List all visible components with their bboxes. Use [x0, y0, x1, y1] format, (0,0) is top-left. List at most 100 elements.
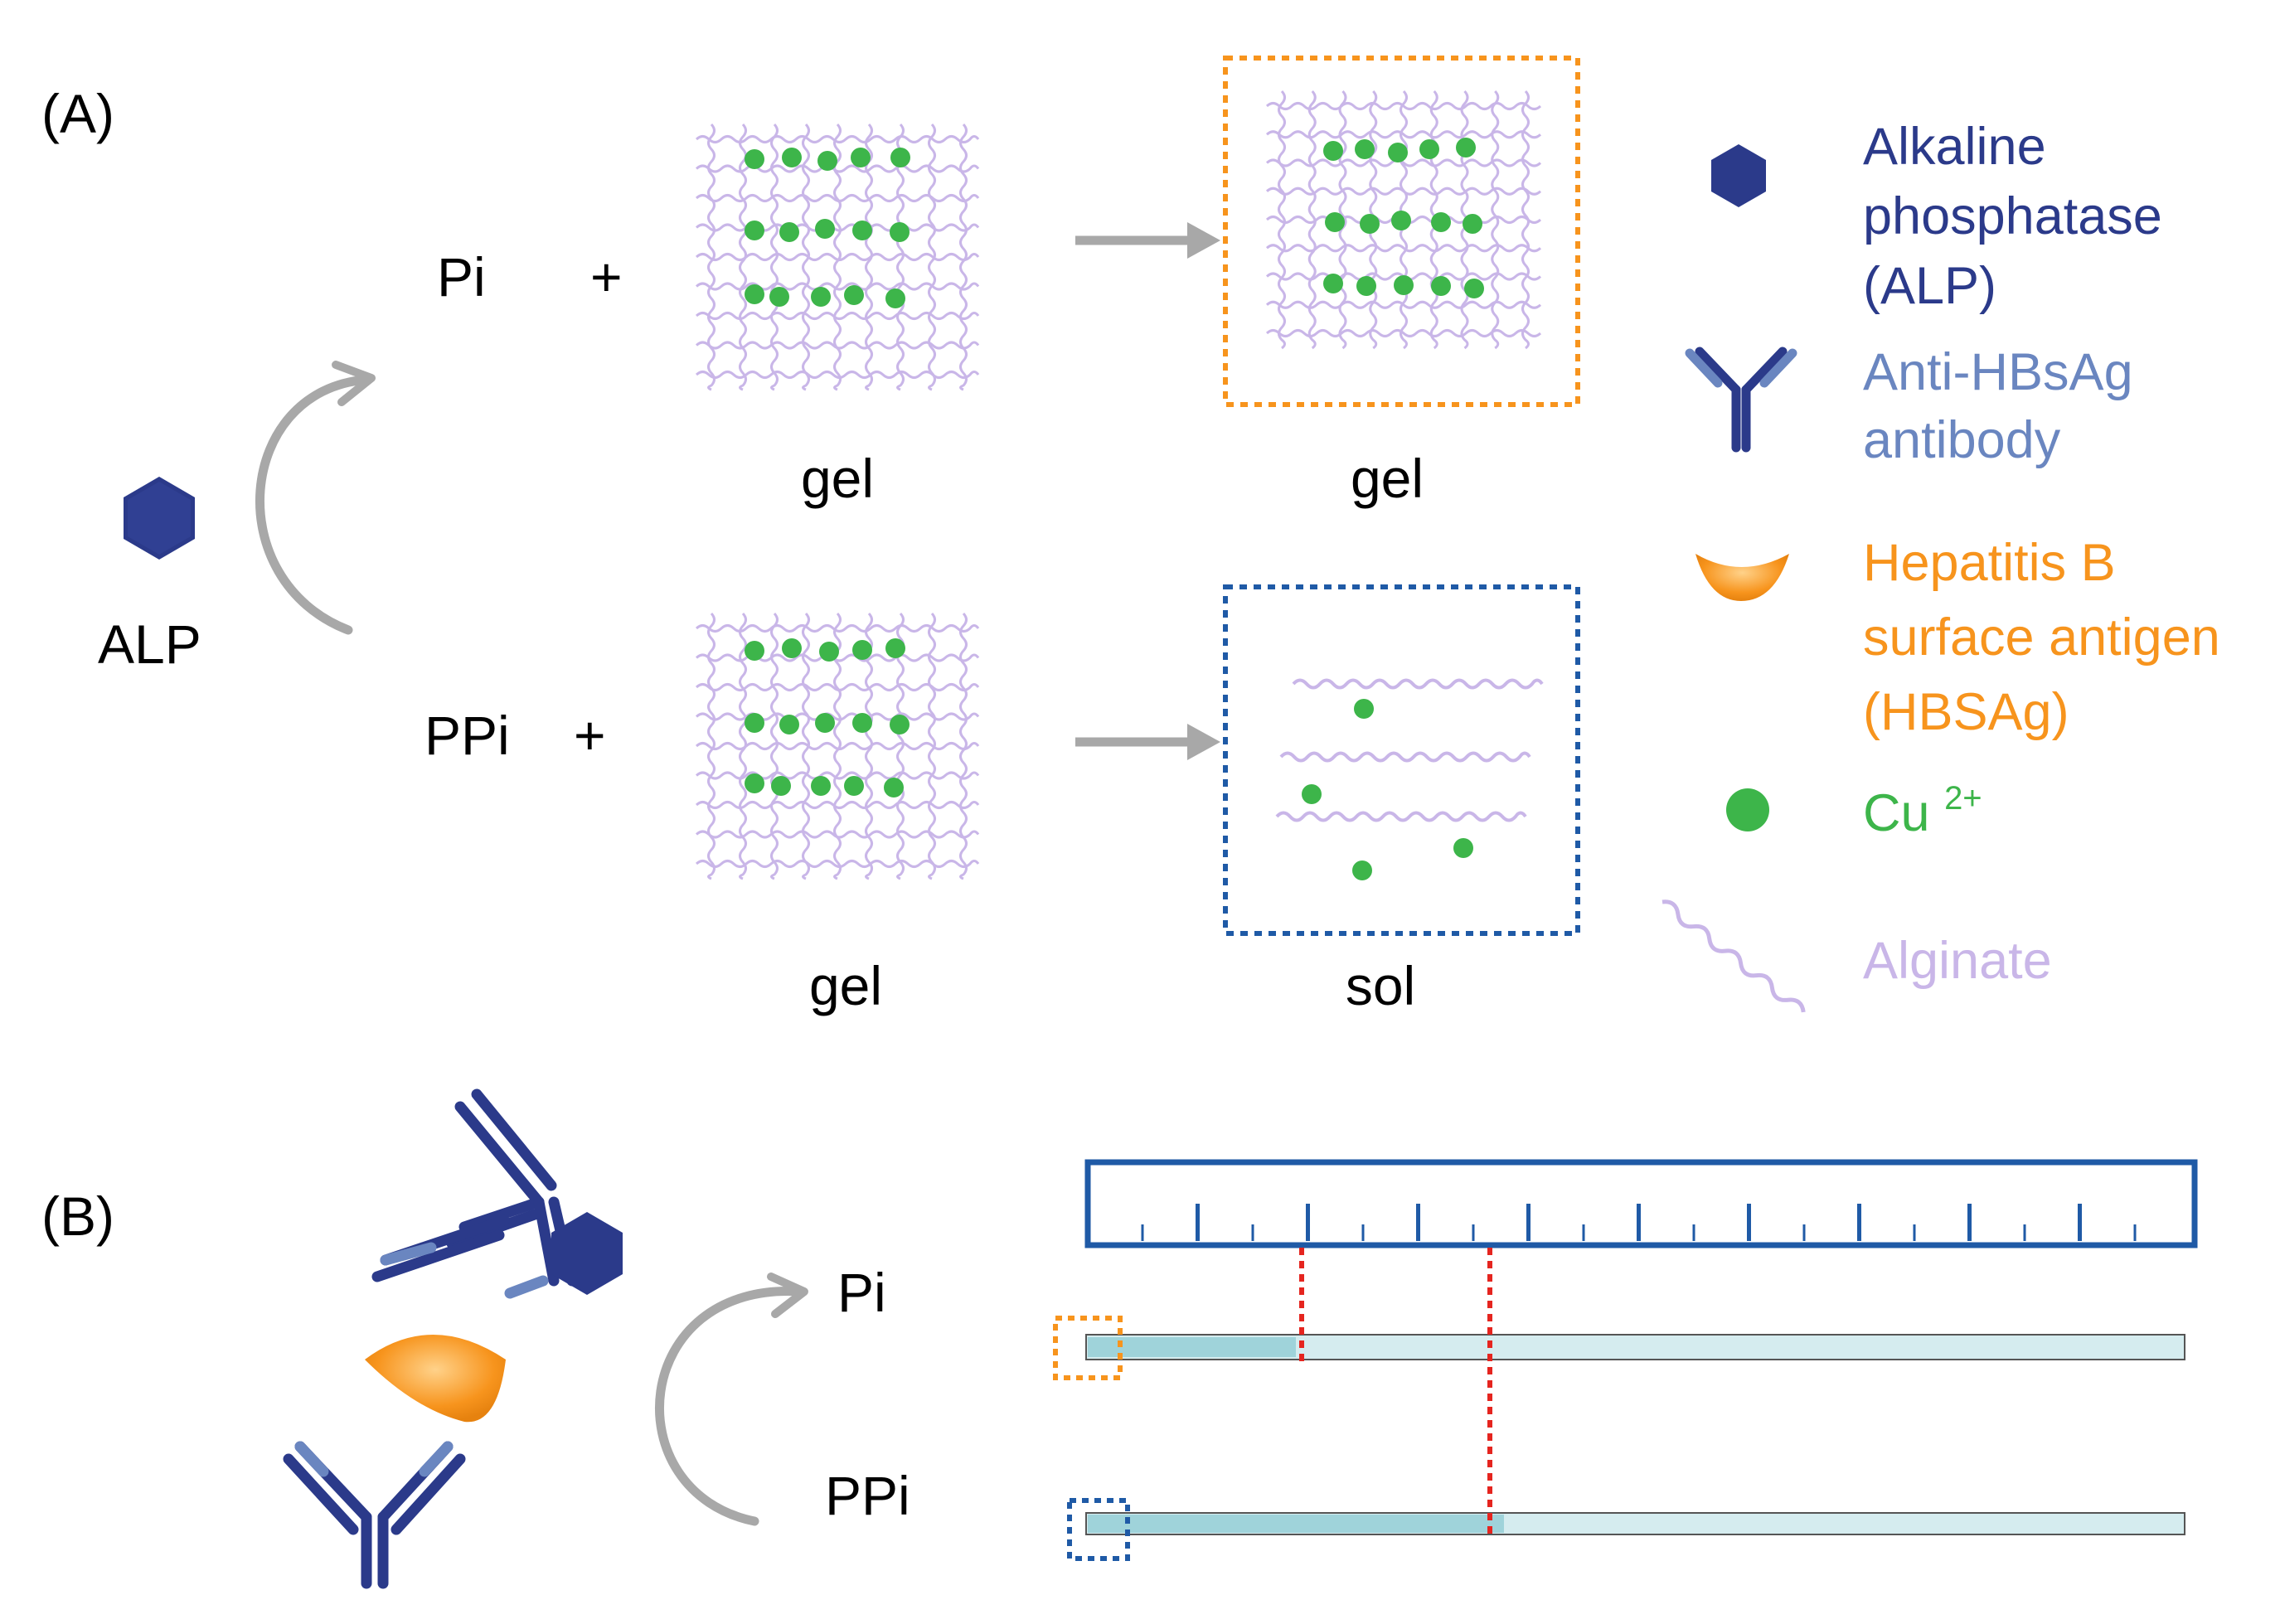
alginate-strand	[695, 624, 980, 633]
legend-antigen-line2: surface antigen	[1863, 608, 2220, 667]
legend-antibody-icon	[1685, 347, 1797, 453]
copper-dot	[782, 638, 802, 658]
copper-dot	[852, 640, 872, 660]
alginate-strand	[739, 123, 747, 391]
row1-end-state: gel	[1351, 448, 1424, 509]
copper-dot	[771, 776, 791, 796]
copper-dot	[890, 222, 910, 242]
ruler-frame	[1084, 1159, 2198, 1248]
detection-antibody-icon	[371, 1088, 578, 1299]
copper-dot	[811, 287, 831, 307]
copper-dot	[819, 642, 839, 662]
copper-dot	[815, 219, 835, 239]
alginate-strand	[802, 123, 810, 391]
legend-alp-line2: phosphatase	[1863, 187, 2162, 245]
legend-cu-base: Cu	[1863, 784, 1930, 842]
copper-dot	[769, 287, 789, 307]
alginate-strand	[959, 612, 968, 880]
copper-dot	[844, 285, 864, 305]
copper-dot	[815, 713, 835, 733]
alginate-strand	[695, 312, 980, 320]
sandwich-complex-illustration	[283, 1088, 623, 1589]
alginate-strand	[865, 612, 873, 880]
copper-dot	[782, 148, 802, 167]
copper-dot	[852, 713, 872, 733]
right-arrow-head-icon	[1187, 724, 1220, 760]
alginate-strand	[1265, 130, 1542, 139]
alginate-strand	[928, 612, 936, 880]
alginate-strand	[896, 123, 905, 391]
alginate-strand	[1292, 678, 1544, 690]
copper-dot	[885, 288, 905, 308]
legend-alginate-text: Alginate	[1863, 932, 2052, 990]
orange-dotted-box	[1223, 56, 1580, 407]
alginate-strand	[707, 612, 716, 880]
copper-dot	[1302, 784, 1322, 804]
copper-dot	[1456, 138, 1476, 158]
copper-dot	[745, 221, 764, 240]
legend-cu-text: Cu 2+	[1863, 780, 1982, 842]
curved-arrow-head-icon	[332, 361, 376, 406]
alp-label: ALP	[98, 613, 201, 675]
alginate-strand	[802, 612, 810, 880]
alginate-strand	[1521, 90, 1530, 350]
copper-dot	[844, 776, 864, 796]
alginate-strand	[695, 801, 980, 809]
copper-dot	[890, 715, 910, 734]
copper-dot	[1431, 276, 1451, 296]
copper-dot	[1354, 699, 1374, 719]
panel-a-label: (A)	[41, 83, 114, 144]
alginate-strand	[695, 653, 980, 662]
panel-b-label: (B)	[41, 1185, 114, 1247]
row2-plus: +	[574, 705, 606, 766]
legend-copper-dot-icon	[1726, 788, 1769, 831]
copper-dot	[745, 773, 764, 793]
curved-arrow-icon	[655, 1287, 805, 1526]
copper-dot	[817, 151, 837, 171]
curved-arrow-head-icon	[767, 1273, 808, 1318]
legend-antigen-line1: Hepatitis B	[1863, 534, 2116, 592]
legend-alp-text: Alkaline phosphatase (ALP)	[1863, 118, 2176, 315]
copper-dot	[745, 641, 764, 661]
alp-hexagon-icon	[124, 477, 195, 560]
alginate-strand	[959, 123, 968, 391]
copper-dot	[1419, 139, 1439, 159]
copper-dot	[745, 149, 764, 169]
row2-end-state: sol	[1346, 955, 1415, 1016]
copper-dot	[1453, 838, 1473, 858]
alginate-strand	[1265, 329, 1542, 337]
legend-antibody-line2: antibody	[1863, 411, 2061, 469]
copper-dot	[884, 778, 904, 797]
alginate-strand	[1265, 244, 1542, 253]
alp-hexagon-icon	[551, 1212, 623, 1295]
copper-dot	[811, 776, 831, 796]
gel-network-row2	[695, 612, 980, 880]
copper-dot	[745, 284, 764, 304]
alginate-strand	[1278, 90, 1286, 350]
copper-dot	[885, 638, 905, 658]
capture-antibody-icon	[283, 1441, 466, 1589]
alginate-strand	[1275, 811, 1527, 822]
copper-dot	[1388, 143, 1408, 162]
alginate-strand	[770, 123, 779, 391]
alginate-strand	[695, 771, 980, 780]
copper-dot	[1464, 279, 1484, 298]
copper-dot	[890, 148, 910, 167]
copper-dot	[1323, 274, 1343, 293]
legend-alp-line3: (ALP)	[1863, 257, 1996, 315]
copper-dot	[1352, 860, 1372, 880]
blue-dotted-box	[1223, 584, 1580, 936]
alginate-strand	[928, 123, 936, 391]
copper-dot	[1355, 139, 1375, 159]
legend-cu-sup: 2+	[1944, 780, 1982, 817]
legend-alp-line1: Alkaline	[1863, 118, 2046, 176]
copper-dot	[779, 222, 799, 242]
alginate-strand	[707, 123, 716, 391]
alginate-strand	[1491, 90, 1500, 350]
alginate-strand	[865, 123, 873, 391]
copper-dot	[851, 148, 871, 167]
alginate-strand	[695, 282, 980, 291]
gel-network-row1	[695, 123, 980, 391]
alginate-strand	[770, 612, 779, 880]
alginate-strand	[833, 123, 842, 391]
